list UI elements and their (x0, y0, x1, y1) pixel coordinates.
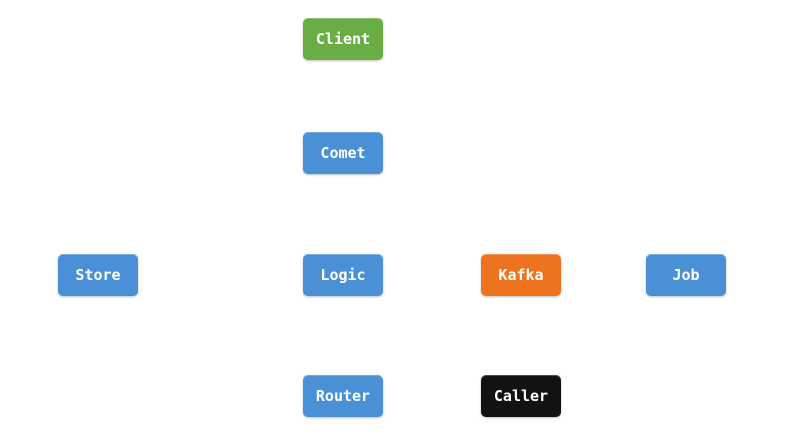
node-job: Job (646, 254, 726, 296)
node-kafka-label: Kafka (498, 266, 544, 284)
node-job-label: Job (672, 266, 700, 284)
node-client-label: Client (315, 30, 371, 48)
node-comet-label: Comet (320, 144, 366, 162)
node-comet: Comet (303, 132, 383, 174)
node-caller-label: Caller (493, 387, 549, 405)
node-logic: Logic (303, 254, 383, 296)
node-router: Router (303, 375, 383, 417)
node-logic-label: Logic (320, 266, 366, 284)
node-kafka: Kafka (481, 254, 561, 296)
node-store-label: Store (75, 266, 121, 284)
node-router-label: Router (315, 387, 371, 405)
node-store: Store (58, 254, 138, 296)
node-caller: Caller (481, 375, 561, 417)
node-client: Client (303, 18, 383, 60)
